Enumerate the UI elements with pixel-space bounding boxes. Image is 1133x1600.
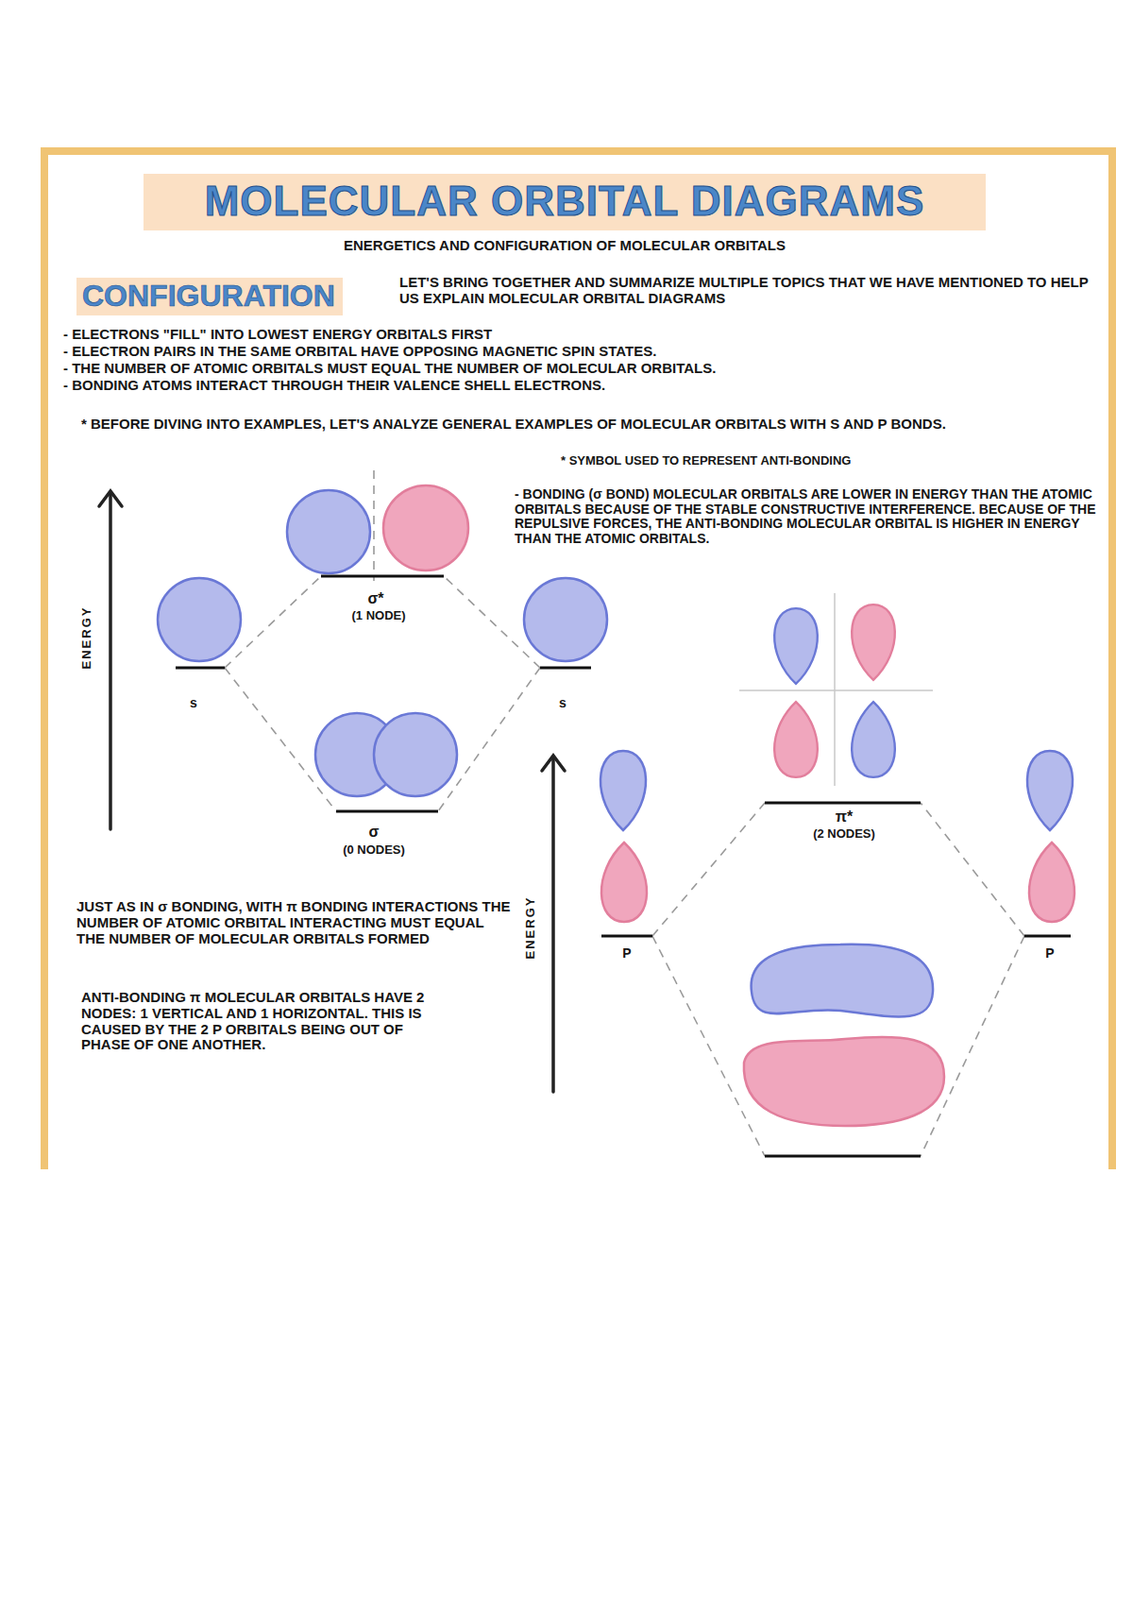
pi-star-lobe <box>851 604 896 680</box>
bonding-lobe <box>373 712 457 796</box>
orbital-label: π* <box>815 808 873 826</box>
pi-bonding-lobe <box>751 944 933 1017</box>
antibonding-lobe <box>287 490 371 574</box>
page-frame <box>44 151 1113 1169</box>
intro-note: LET'S BRING TOGETHER AND SUMMARIZE MULTI… <box>399 274 1108 307</box>
orbital-label: σ* <box>347 590 405 608</box>
arrow-head <box>99 490 122 507</box>
energy-level <box>601 934 653 938</box>
node-line <box>372 470 375 581</box>
s-orbital <box>524 577 608 661</box>
p-lobe <box>601 842 647 922</box>
antibonding-lobe <box>383 485 469 571</box>
star-note: * BEFORE DIVING INTO EXAMPLES, LET'S ANA… <box>81 416 988 433</box>
dashed-line <box>652 935 765 1156</box>
p-lobe <box>600 750 646 830</box>
page-title: MOLECULAR ORBITAL DIAGRAMS <box>143 177 986 224</box>
antibonding-note: ANTI-BONDING π MOLECULAR ORBITALS HAVE 2… <box>81 989 445 1053</box>
pi-star-lobe <box>774 608 818 684</box>
energy-level <box>1024 934 1071 938</box>
vertical-node <box>833 592 836 786</box>
node-planes <box>739 592 933 786</box>
heading-band: CONFIGURATION <box>76 277 343 316</box>
bonding-note: - BONDING (σ BOND) MOLECULAR ORBITALS AR… <box>514 487 1105 547</box>
orbital-label: s <box>543 695 582 711</box>
orbital-label: s <box>174 695 213 711</box>
energy-level <box>764 801 921 805</box>
subtitle: ENERGETICS AND CONFIGURATION OF MOLECULA… <box>205 237 924 254</box>
dashed-line <box>920 935 1025 1156</box>
pi-note: JUST AS IN σ BONDING, WITH π BONDING INT… <box>76 898 513 947</box>
axis-label: ENERGY <box>80 606 95 670</box>
p-lobe <box>1029 842 1075 922</box>
energy-level <box>336 810 439 813</box>
dashed-line <box>920 802 1025 936</box>
energy-axis <box>108 492 113 829</box>
pi-bonding-lobe <box>744 1036 945 1126</box>
node-count: (0 NODES) <box>317 843 431 858</box>
energy-level <box>764 1154 921 1158</box>
orbital-label: P <box>1031 946 1069 962</box>
bullet-point: - BONDING ATOMS INTERACT THROUGH THEIR V… <box>63 377 1083 394</box>
axis-label: ENERGY <box>524 896 539 960</box>
dashed-line <box>652 802 765 936</box>
energy-level <box>540 666 592 670</box>
correlation-lines <box>224 470 1025 1156</box>
bullet-point: - THE NUMBER OF ATOMIC ORBITALS MUST EQU… <box>63 360 1083 377</box>
symbol-note: * SYMBOL USED TO REPRESENT ANTI-BONDING <box>560 454 1071 469</box>
bullet-point: - ELECTRONS "FILL" INTO LOWEST ENERGY OR… <box>63 326 1083 343</box>
orbital-label: P <box>608 946 646 962</box>
energy-levels <box>175 575 1071 1156</box>
horizontal-node <box>739 689 933 692</box>
energy-level <box>321 574 444 578</box>
node-count: (1 NODE) <box>321 608 436 624</box>
title-band <box>143 173 986 231</box>
pi-star-lobe <box>851 701 896 778</box>
energy-axis <box>551 757 556 1092</box>
s-orbital <box>157 577 241 661</box>
arrow-head <box>541 755 565 771</box>
orbital-label: σ <box>355 823 393 841</box>
pi-star-lobe <box>774 701 818 778</box>
section-heading: CONFIGURATION <box>82 279 338 314</box>
node-count: (2 NODES) <box>787 827 901 842</box>
p-orbitals <box>600 604 1075 1126</box>
p-lobe <box>1027 750 1073 830</box>
energy-level <box>175 666 225 670</box>
bullet-point: - ELECTRON PAIRS IN THE SAME ORBITAL HAV… <box>63 343 1083 360</box>
